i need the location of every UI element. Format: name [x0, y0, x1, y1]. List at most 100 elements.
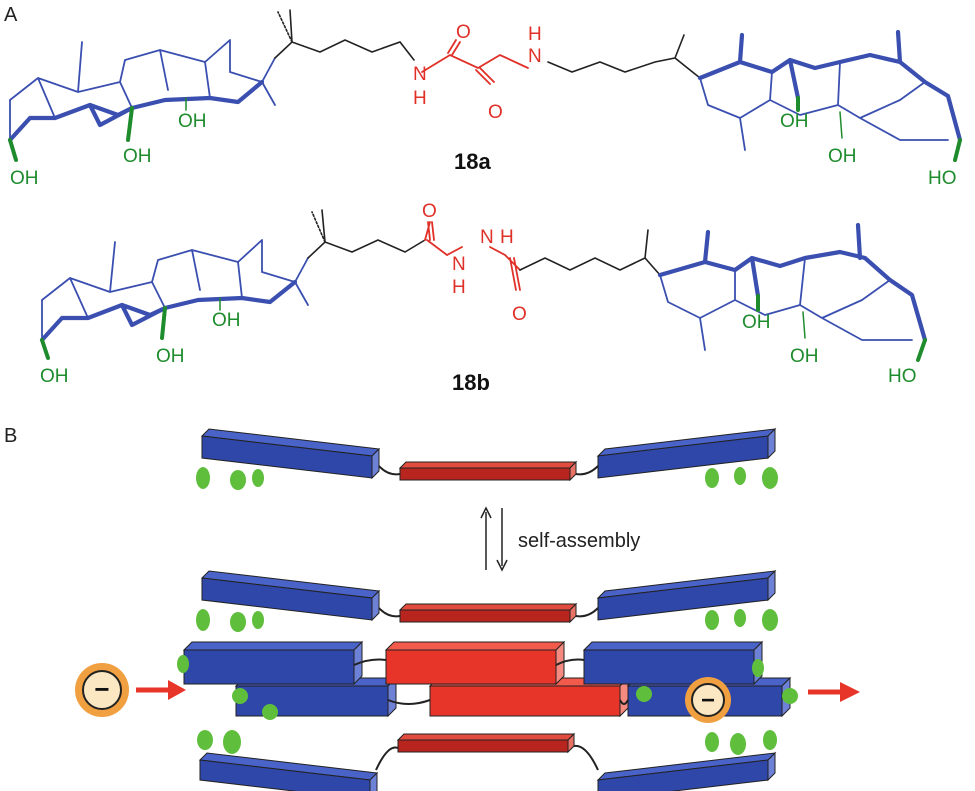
- monomer-top-bead-2: [252, 469, 264, 487]
- monomer-bottom-right-rod-cap: [767, 751, 776, 782]
- channel-layer-1-bead-5: [762, 609, 778, 631]
- channel-layer-1-right-rod-cap: [767, 569, 776, 602]
- hydrazide-h-upper-18b: H: [500, 227, 514, 248]
- monomer-top-bead-1: [230, 470, 246, 490]
- channel-front-bead-1: [752, 659, 764, 677]
- channel-front-link-left: [353, 658, 387, 666]
- arrow-down-head: [496, 559, 508, 572]
- nh-left-hydrogen-18a: H: [413, 88, 427, 109]
- steroid-core-18a-left: [7, 9, 415, 162]
- channel-front-left-front: [183, 649, 355, 685]
- channel-front-bead-0: [177, 655, 189, 673]
- channel-back-bead-3: [782, 688, 798, 704]
- channel-back-bead-0: [232, 688, 248, 704]
- channel-back-bead-1: [262, 704, 278, 720]
- channel-front-center-top: [384, 641, 566, 651]
- hydrazide-n-upper-18b: N: [480, 227, 494, 248]
- carbonyl-o-bottom-18b: O: [512, 304, 527, 325]
- monomer-top-right-rod-cap: [767, 427, 776, 460]
- monomer-top-link-left: [378, 465, 401, 476]
- monomer-bottom-left-rod-front: [199, 759, 371, 791]
- oxalamide-linker-18a: [421, 39, 529, 85]
- channel-front-center-front: [385, 649, 557, 685]
- channel-back-link-right: [619, 699, 629, 705]
- channel-layer-1-center-rod-top: [398, 603, 578, 611]
- carbonyl-o-top-18b: O: [422, 201, 437, 222]
- channel-back-center-front: [429, 685, 621, 717]
- channel-layer-1-bead-4: [734, 609, 746, 627]
- channel-back-left-front: [235, 685, 389, 717]
- monomer-bottom-bead-0: [197, 730, 213, 750]
- channel-layer-1-link-left: [378, 607, 401, 618]
- hydroxyl-18b-2: OH: [156, 346, 185, 367]
- hydrazide-n-lower-18b: N: [452, 254, 466, 275]
- monomer-bottom-bead-3: [730, 733, 746, 755]
- monomer-bottom-center-rod-front: [397, 739, 569, 753]
- compound-label-18a: 18a: [454, 149, 491, 174]
- channel-front-link-right: [555, 658, 585, 666]
- channel-layer-1-bead-1: [230, 612, 246, 632]
- hydrazide-h-lower-18b: H: [452, 277, 466, 298]
- hydroxyl-18a-5: OH: [828, 146, 857, 167]
- hydroxyl-18b-6: HO: [888, 366, 917, 387]
- carbonyl-o-bottom-18a: O: [488, 102, 503, 123]
- channel-layer-1-left-rod-cap: [371, 589, 380, 622]
- hydroxyl-18a-6: HO: [928, 168, 957, 189]
- monomer-bottom-center-rod-top: [396, 733, 576, 741]
- channel-layer-1-link-right: [575, 607, 599, 618]
- anion-incoming: −: [75, 663, 129, 717]
- nh-left-n-18a: N: [413, 64, 427, 85]
- panel-b-label: B: [4, 425, 17, 447]
- steroid-core-18b-left: [39, 209, 426, 360]
- channel-back-link-left: [387, 699, 431, 705]
- hydroxyl-18b-1: OH: [40, 366, 69, 387]
- monomer-top-bead-0: [196, 467, 210, 489]
- hydroxyl-18a-1: OH: [10, 168, 39, 189]
- hydroxyl-18b-4: OH: [742, 312, 771, 333]
- monomer-top-bead-5: [762, 467, 778, 489]
- monomer-top-link-right: [575, 465, 599, 476]
- panel-a-label: A: [4, 4, 18, 26]
- carbonyl-o-top-18a: O: [456, 22, 471, 43]
- hydroxyl-18b-3: OH: [212, 310, 241, 331]
- channel-back-bead-2: [636, 686, 652, 702]
- compound-label-18b: 18b: [452, 370, 490, 395]
- transport-arrow-in: [136, 680, 186, 700]
- channel-layer-1-center-rod-front: [399, 609, 571, 623]
- monomer-bottom-left-rod-cap: [369, 771, 378, 791]
- monomer-bottom-link-right: [573, 744, 599, 771]
- hydroxyl-18b-5: OH: [790, 346, 819, 367]
- hydroxyl-18a-3: OH: [178, 111, 207, 132]
- self-assembly-label: self-assembly: [518, 530, 640, 552]
- nh-right-n-18a: N: [528, 46, 542, 67]
- channel-layer-1-bead-2: [252, 611, 264, 629]
- monomer-top-left-rod-cap: [371, 447, 380, 480]
- hydroxyl-18a-2: OH: [123, 146, 152, 167]
- monomer-bottom-bead-1: [223, 730, 241, 754]
- anion-symbol-channel: −: [701, 687, 715, 714]
- assembly-schematics: [177, 427, 798, 791]
- anion-symbol: −: [94, 674, 109, 704]
- transport-arrow-out: [808, 682, 860, 702]
- hydroxyl-18a-4: OH: [780, 111, 809, 132]
- channel-front-right-top: [582, 641, 764, 651]
- anion-core: [82, 670, 122, 710]
- steroid-core-18b-right: [519, 222, 928, 362]
- nh-right-hydrogen-18a: H: [528, 24, 542, 45]
- monomer-top-center-rod-front: [399, 467, 571, 481]
- monomer-bottom-bead-4: [763, 730, 777, 750]
- monomer-top-center-rod-top: [398, 461, 578, 469]
- arrow-up-head: [480, 506, 492, 519]
- equilibrium-arrows: [480, 506, 508, 572]
- channel-layer-1-bead-0: [196, 609, 210, 631]
- monomer-bottom-bead-2: [705, 732, 719, 752]
- monomer-top-bead-3: [705, 468, 719, 488]
- channel-layer-1-bead-3: [705, 610, 719, 630]
- monomer-bottom-link-left: [375, 746, 399, 771]
- channel-front-right-front: [583, 649, 755, 685]
- steroid-core-18a-right: [547, 29, 963, 162]
- channel-front-left-top: [182, 641, 364, 651]
- hydrazide-linker-18b: [424, 221, 521, 291]
- monomer-top-bead-4: [734, 467, 746, 485]
